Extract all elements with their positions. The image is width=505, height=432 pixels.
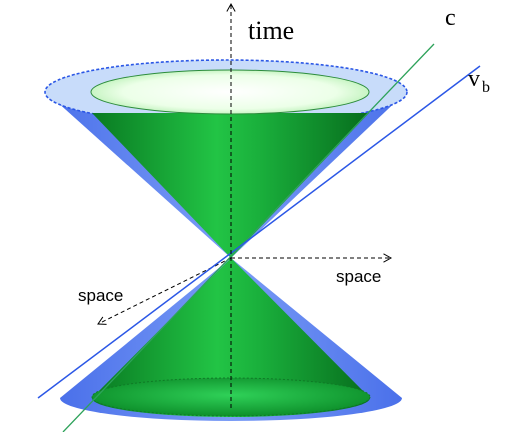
upper-inner-cone bbox=[92, 113, 369, 258]
vb-line bbox=[37, 65, 481, 399]
time-label: time bbox=[248, 16, 294, 45]
space-label-left: space bbox=[78, 286, 123, 305]
c-line bbox=[62, 43, 435, 432]
upper-cone-top bbox=[90, 69, 370, 115]
space-label-right: space bbox=[336, 267, 381, 286]
vb-label: v bbox=[468, 66, 480, 92]
vb-subscript: b bbox=[482, 79, 490, 96]
c-label: c bbox=[445, 5, 456, 31]
